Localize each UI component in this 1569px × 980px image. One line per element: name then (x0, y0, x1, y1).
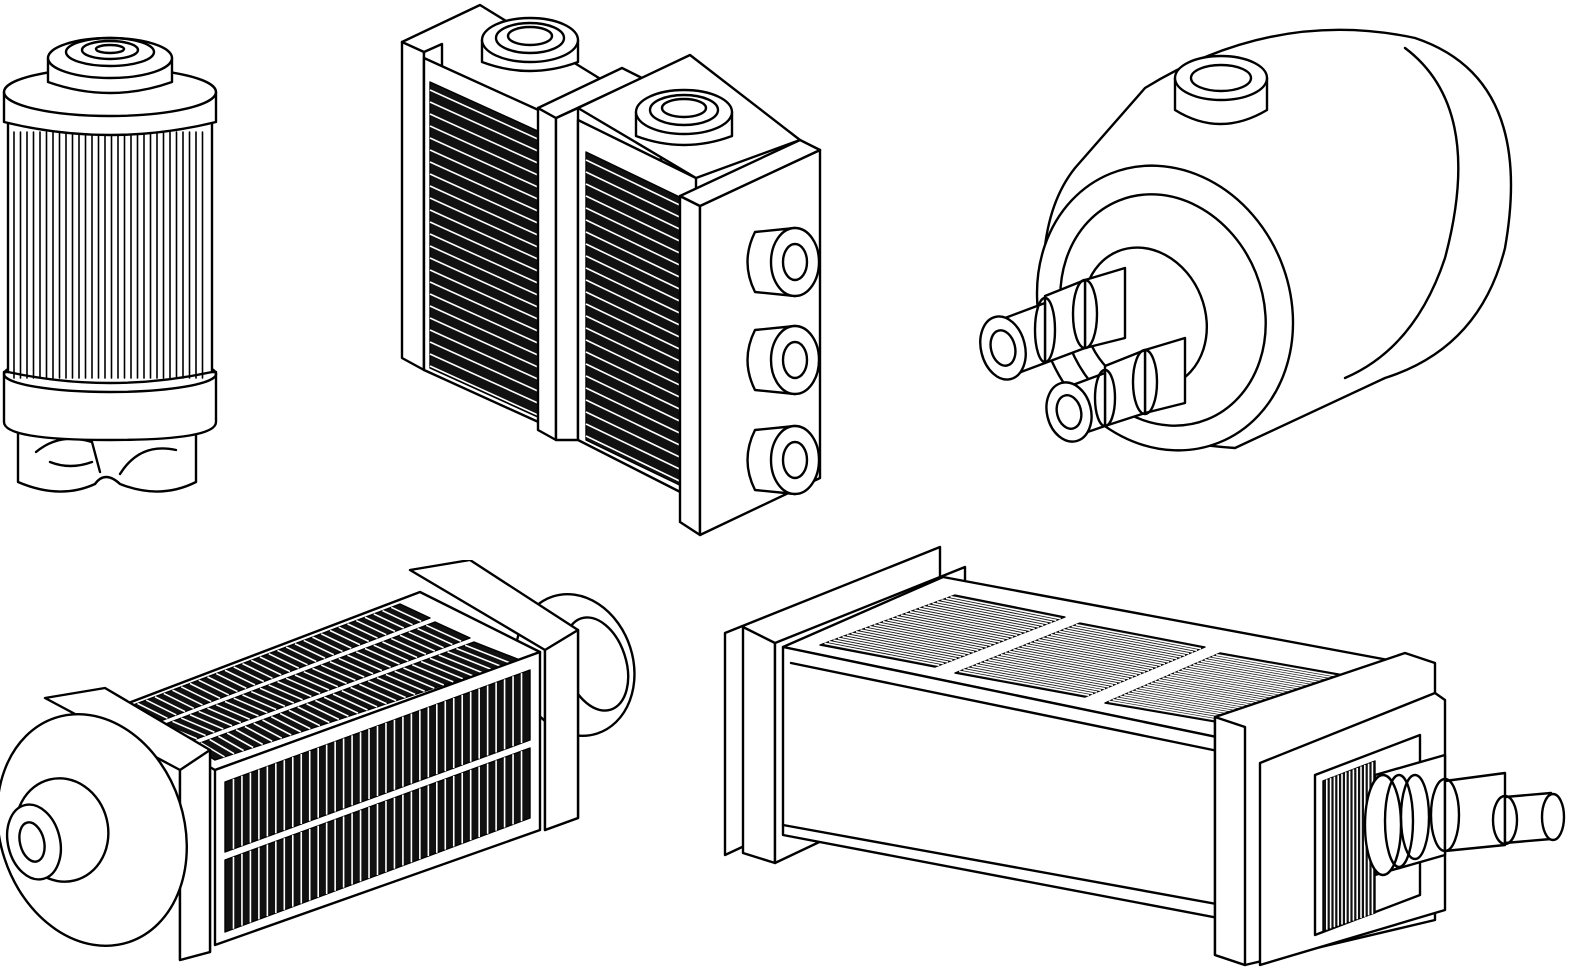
cartridge-filter-icon (0, 22, 230, 502)
finned-core-with-flanges-icon (0, 560, 650, 970)
long-heat-exchanger-icon (715, 545, 1569, 977)
canister-housing-icon (975, 18, 1555, 458)
twin-radiator-icon (390, 0, 840, 545)
